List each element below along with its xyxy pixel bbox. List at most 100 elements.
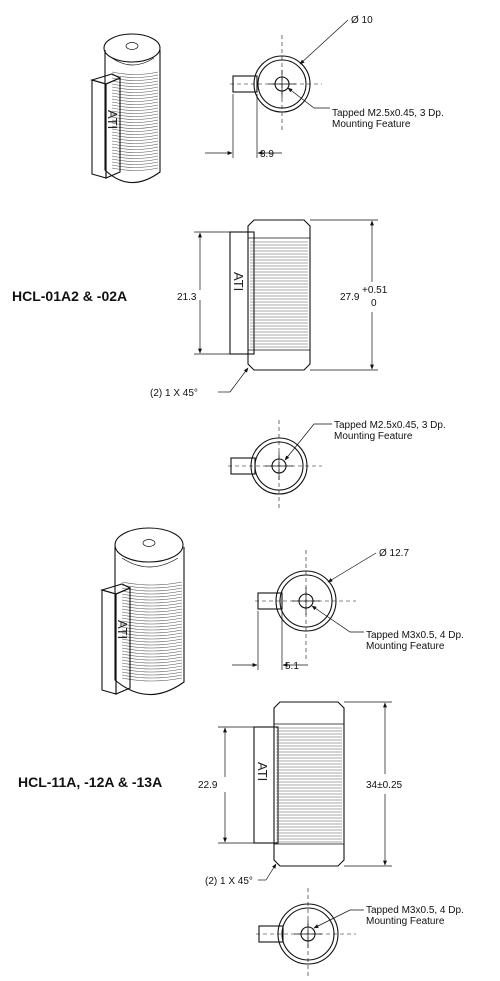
tap-label-bottom-1a: Tapped M2.5x0.45, 3 Dp.	[334, 420, 446, 431]
length-tol-lower-1: 0	[371, 298, 377, 309]
tap-label-top-1a: Tapped M2.5x0.45, 3 Dp.	[332, 108, 444, 119]
diameter-label-2: Ø 12.7	[379, 548, 409, 559]
knurl-rib	[111, 89, 159, 93]
knurl-ribs	[121, 581, 183, 682]
tab-height-label-2: 22.9	[198, 780, 218, 791]
chamfer-label-1: (2) 1 X 45°	[150, 388, 198, 399]
knurl-ribs	[275, 727, 343, 843]
knurl-rib	[121, 635, 183, 640]
knurl-rib	[121, 677, 183, 682]
logo-side-2: ATI	[255, 762, 270, 781]
knurl-rib	[111, 77, 159, 81]
knurl-rib	[121, 626, 183, 631]
knurl-rib	[111, 149, 159, 153]
knurl-ribs	[249, 241, 308, 348]
knurl-rib	[121, 656, 183, 661]
knurl-rib	[121, 602, 183, 607]
knurl-ribs	[111, 71, 159, 171]
knurl-rib	[121, 644, 183, 649]
tap-label-bottom-1b: Mounting Feature	[334, 431, 413, 442]
knurl-rib	[111, 107, 159, 111]
end-view-top-2: Ø 12.7 Tapped M3x0.5, 4 Dp. Mounting Fea…	[232, 548, 464, 672]
knurl-rib	[121, 650, 183, 655]
knurl-rib	[121, 647, 183, 652]
knurl-rib	[121, 590, 183, 595]
knurl-rib	[111, 158, 159, 162]
logo-side-1: ATI	[231, 272, 246, 291]
end-view-bottom-1: Tapped M2.5x0.45, 3 Dp. Mounting Feature	[228, 420, 446, 508]
knurl-rib	[111, 92, 159, 96]
knurl-rib	[111, 113, 159, 117]
knurl-rib	[111, 167, 159, 171]
length-label-1: 27.9	[340, 292, 360, 303]
end-view-bottom-2: Tapped M3x0.5, 4 Dp. Mounting Feature	[256, 888, 464, 978]
knurl-rib	[111, 152, 159, 156]
side-view-1: ATI 21.3 27.9 +0.51 0 (2) 1 X 45°	[150, 219, 388, 399]
side-view-2: ATI 22.9 34±0.25 (2) 1 X 45°	[198, 701, 403, 887]
tab-offset-label-2: 5.1	[285, 661, 299, 672]
length-tol-upper-1: +0.51	[362, 285, 388, 296]
knurl-rib	[121, 668, 183, 673]
knurl-rib	[121, 653, 183, 658]
knurl-rib	[121, 605, 183, 610]
length-label-2: 34±0.25	[366, 780, 403, 791]
knurl-rib	[121, 638, 183, 643]
knurl-rib	[111, 137, 159, 141]
knurl-rib	[121, 599, 183, 604]
knurl-rib	[121, 617, 183, 622]
logo-iso-2: ATI	[115, 620, 130, 639]
knurl-rib	[111, 143, 159, 147]
knurl-rib	[121, 620, 183, 625]
knurl-rib	[111, 110, 159, 114]
knurl-rib	[111, 122, 159, 126]
tab-offset-label-1: 3.9	[260, 149, 274, 160]
logo-iso-1: ATI	[105, 110, 120, 129]
knurl-rib	[111, 161, 159, 165]
knurl-rib	[111, 140, 159, 144]
knurl-rib	[121, 632, 183, 637]
knurl-rib	[111, 146, 159, 150]
end-view-top-1: Ø 10 Tapped M2.5x0.45, 3 Dp. Mounting Fe…	[205, 15, 444, 160]
knurl-rib	[111, 71, 159, 75]
knurl-rib	[121, 581, 183, 586]
iso-view-1: ATI	[90, 33, 161, 184]
knurl-rib	[121, 584, 183, 589]
knurl-rib	[111, 134, 159, 138]
tab-height-label-1: 21.3	[177, 292, 197, 303]
knurl-rib	[121, 671, 183, 676]
tap-label-top-2b: Mounting Feature	[366, 641, 445, 652]
knurl-rib	[121, 674, 183, 679]
knurl-rib	[111, 155, 159, 159]
knurl-rib	[121, 659, 183, 664]
knurl-rib	[121, 629, 183, 634]
knurl-rib	[121, 596, 183, 601]
tap-label-top-2a: Tapped M3x0.5, 4 Dp.	[366, 630, 464, 641]
tap-label-bottom-2a: Tapped M3x0.5, 4 Dp.	[366, 905, 464, 916]
knurl-rib	[121, 623, 183, 628]
chamfer-label-2: (2) 1 X 45°	[205, 876, 253, 887]
tap-label-top-1b: Mounting Feature	[332, 119, 411, 130]
knurl-rib	[111, 119, 159, 123]
model-hcl-11a: ATI Ø 12.7 Tapped M3x0.5, 4 Dp. Mounting…	[18, 527, 464, 978]
iso-view-2: ATI	[100, 527, 185, 696]
knurl-rib	[111, 128, 159, 132]
knurl-rib	[121, 665, 183, 670]
model-title-1: HCL-01A2 & -02A	[12, 288, 127, 304]
knurl-rib	[121, 641, 183, 646]
knurl-rib	[121, 608, 183, 613]
knurl-rib	[111, 83, 159, 87]
knurl-rib	[111, 125, 159, 129]
knurl-rib	[111, 116, 159, 120]
knurl-rib	[111, 86, 159, 90]
knurl-rib	[111, 104, 159, 108]
knurl-rib	[111, 80, 159, 84]
knurl-rib	[111, 95, 159, 99]
tap-label-bottom-2b: Mounting Feature	[366, 916, 445, 927]
knurl-rib	[111, 98, 159, 102]
knurl-rib	[121, 662, 183, 667]
model-title-2: HCL-11A, -12A & -13A	[18, 774, 162, 790]
model-hcl-01a2: ATI Ø 10 Tapped M2.5x0.45, 3 Dp. Mountin…	[12, 15, 446, 508]
diameter-label-1: Ø 10	[351, 15, 373, 26]
knurl-rib	[111, 101, 159, 105]
knurl-rib	[121, 611, 183, 616]
